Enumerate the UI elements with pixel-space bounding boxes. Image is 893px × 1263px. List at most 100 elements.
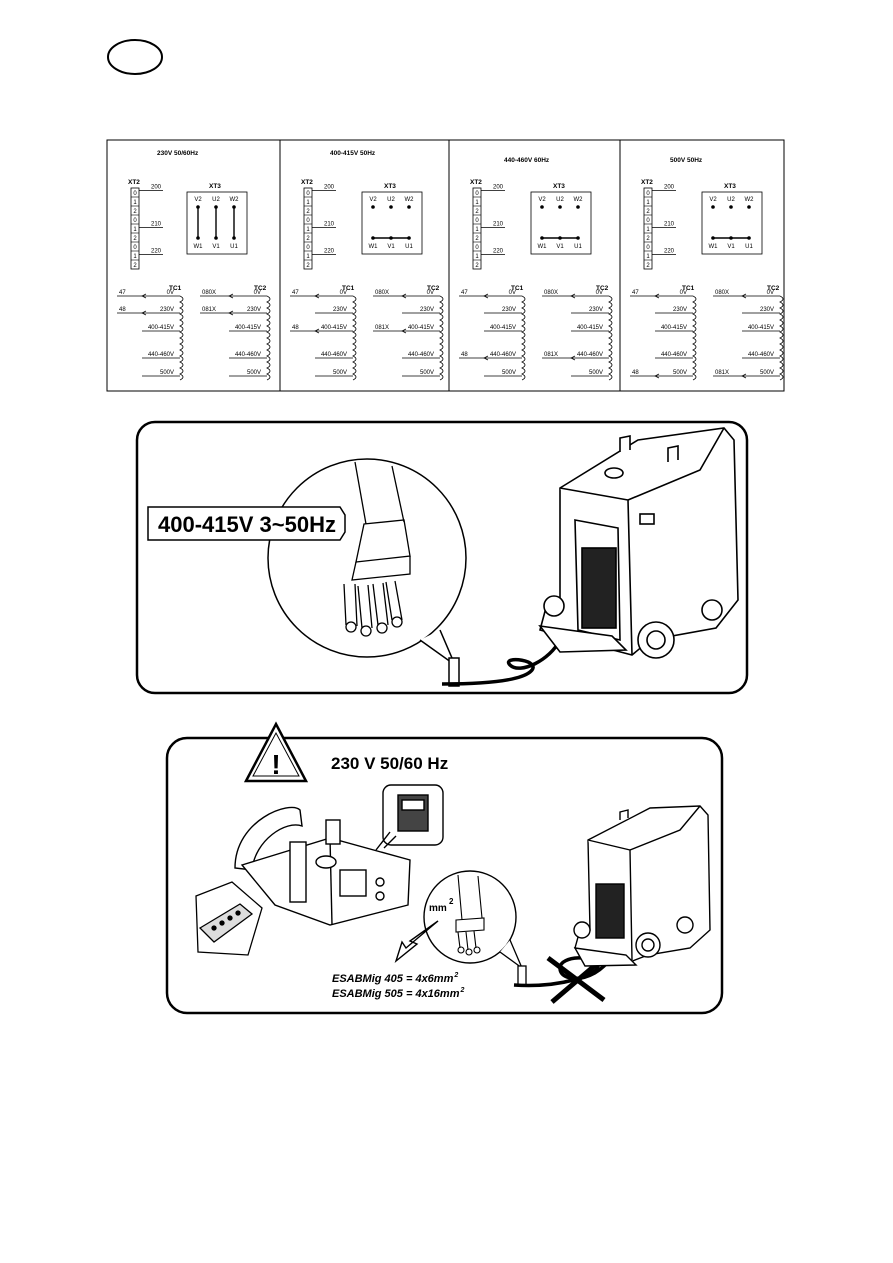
xt3-top-label: V2 [369,197,377,203]
tc2-wire-label: 080X [715,290,729,296]
xt2-label: XT2 [128,179,140,186]
xt3-terminal [747,205,751,209]
cable-spec-exp: 2 [459,987,464,994]
xt2-tap-label: 200 [664,185,675,191]
xt2-tap-label: 220 [664,249,675,255]
tc1-wire-label: 47 [461,290,468,296]
tc1-tap-label: 400-415V [661,325,687,331]
tc1-tap-label: 440-460V [321,352,347,358]
tc1-label: TC1 [169,285,182,292]
wiring-panel-2: 400-415V 50HzXT2012012012200210220XT3V2W… [290,150,444,381]
xt2-tap-label: 220 [493,249,504,255]
tc2-tap-label: 440-460V [408,352,434,358]
supply-connection-panel: 400-415V 3~50Hz [135,420,749,695]
tc2-tap-label: 500V [420,370,434,376]
panel-title: 500V 50Hz [670,157,703,164]
xt2-terminal: 2 [475,236,479,242]
tc2-tap-label: 440-460V [748,352,774,358]
tc1-tap-label: 400-415V [321,325,347,331]
xt2-tap-label: 220 [324,249,335,255]
xt2-terminal: 0 [646,245,650,251]
xt2-tap-label: 210 [664,222,675,228]
xt2-terminal: 2 [646,263,650,269]
tc1-tap-label: 0V [680,290,687,296]
warning-symbol: ! [271,749,280,780]
xt3-bottom-label: U1 [405,244,413,250]
xt3-bottom-label: V1 [387,244,395,250]
xt2-terminal: 1 [475,254,479,260]
xt3-top-label: U2 [727,197,735,203]
xt3-terminal [371,205,375,209]
warning-triangle-icon [243,721,309,783]
tc1-tap-label: 500V [673,370,687,376]
supply-voltage-label: 400-415V 3~50Hz [158,512,336,537]
small-cable-magnifier [423,870,517,964]
xt2-terminal: 1 [646,227,650,233]
tc1-tap-label: 440-460V [490,352,516,358]
tc1-label: TC1 [682,285,695,292]
tc1-wire-label: 48 [461,352,468,358]
xt2-terminal: 2 [133,263,137,269]
xt2-label: XT2 [470,179,482,186]
xt3-terminal [407,205,411,209]
xt3-top-label: U2 [556,197,564,203]
xt2-terminal: 2 [475,263,479,269]
wiring-panel-3: 440-460V 60HzXT2012012012200210220XT3V2W… [459,157,613,381]
cable-end-illustration [455,874,485,956]
xt2-terminal: 1 [133,254,137,260]
xt2-tap-label: 210 [151,222,162,228]
xt3-terminal [711,205,715,209]
tc1-winding [179,295,184,381]
tc2-tap-label: 0V [254,290,261,296]
xt2-terminal: 1 [646,200,650,206]
xt2-label: XT2 [641,179,653,186]
xt3-top-label: W2 [745,197,755,203]
tc2-tap-label: 440-460V [235,352,261,358]
tc1-tap-label: 230V [673,307,687,313]
xt3-top-label: U2 [387,197,395,203]
tc2-tap-label: 230V [589,307,603,313]
tc2-winding [439,295,444,381]
tc2-wire-label: 081X [715,370,729,376]
xt3-bottom-label: W1 [369,244,379,250]
xt2-terminal: 2 [475,209,479,215]
tc2-winding [608,295,613,381]
xt3-box [361,191,423,255]
welding-machine-illustration [538,427,739,659]
xt2-terminal: 1 [646,254,650,260]
xt2-tap-label: 200 [493,185,504,191]
tc2-label: TC2 [427,285,440,292]
welding-machine-small-illustration [573,805,711,967]
tc1-winding [352,295,357,381]
xt2-tap-label: 220 [151,249,162,255]
transformer-illustration [375,784,444,851]
wiring-panel-1: 230V 50/60HzXT2012012012200210220XT3V2W1… [117,150,271,381]
wiring-table [106,139,785,392]
tc1-wire-label: 47 [292,290,299,296]
xt3-top-label: W2 [405,197,415,203]
tc1-tap-label: 0V [167,290,174,296]
xt2-terminal: 1 [306,200,310,206]
xt2-terminal: 1 [306,254,310,260]
xt2-terminal: 2 [133,209,137,215]
tc2-tap-label: 400-415V [577,325,603,331]
xt3-top-label: W2 [574,197,584,203]
tc1-tap-label: 440-460V [661,352,687,358]
tc1-winding [692,295,697,381]
tc2-wire-label: 080X [202,290,216,296]
xt2-label: XT2 [301,179,313,186]
xt3-top-label: W2 [230,197,240,203]
tc2-tap-label: 500V [247,370,261,376]
tc2-tap-label: 230V [760,307,774,313]
xt2-strip [130,187,140,270]
warning-panel: ! 230 V 50/60 Hz [165,721,724,1015]
xt3-bottom-label: U1 [230,244,238,250]
cable-end-illustration [343,461,411,637]
tc2-wire-label: 080X [375,290,389,296]
xt3-label: XT3 [209,183,221,190]
tc2-tap-label: 230V [420,307,434,313]
xt2-tap-label: 200 [151,185,162,191]
xt2-terminal: 2 [133,236,137,242]
xt2-terminal: 1 [475,227,479,233]
xt2-terminal: 0 [306,245,310,251]
